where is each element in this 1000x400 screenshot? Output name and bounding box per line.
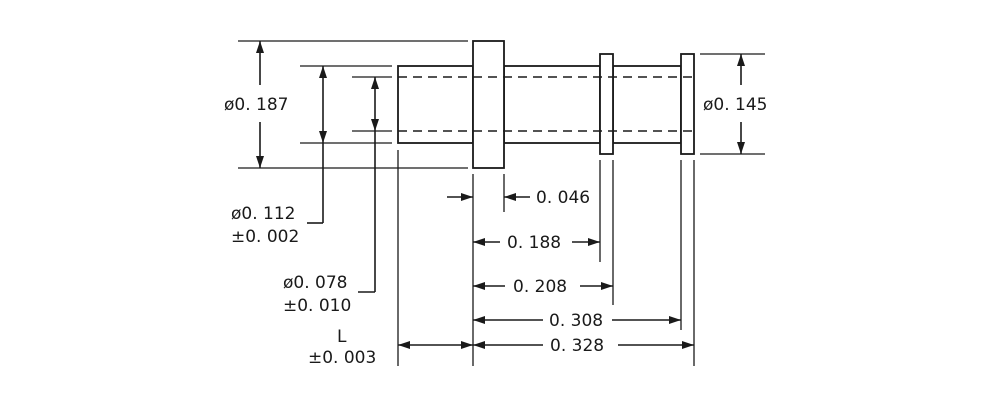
label-len-208: 0. 208 <box>513 277 567 297</box>
label-len-328: 0. 328 <box>550 336 604 356</box>
dim-dia-112: ø0. 112 ±0. 002 <box>231 66 327 247</box>
dim-dia-078: ø0. 078 ±0. 010 <box>283 77 379 316</box>
label-dia-187: ø0. 187 <box>224 95 288 115</box>
second-collar <box>599 53 614 155</box>
label-dia-078: ø0. 078 <box>283 273 347 293</box>
dim-len-208: 0. 208 <box>473 277 613 297</box>
shaft-left-segment <box>397 65 474 144</box>
label-len-L: L <box>337 327 347 347</box>
pin-body <box>397 40 695 169</box>
label-dia-145: ø0. 145 <box>703 95 767 115</box>
extension-lines <box>238 40 765 366</box>
dim-len-188: 0. 188 <box>473 233 600 253</box>
label-len-046: 0. 046 <box>536 188 590 208</box>
dim-dia-145: ø0. 145 <box>703 54 767 154</box>
dim-len-328: 0. 328 <box>473 336 694 356</box>
label-len-308: 0. 308 <box>549 311 603 331</box>
shaft-middle-segment <box>503 65 601 144</box>
dim-len-046: 0. 046 <box>447 188 590 208</box>
label-tol-L: ±0. 003 <box>308 348 376 368</box>
dim-len-L: L ±0. 003 <box>308 327 473 368</box>
dim-dia-187: ø0. 187 <box>224 41 288 168</box>
main-flange <box>472 40 505 169</box>
dim-len-308: 0. 308 <box>473 311 681 331</box>
end-collar <box>680 53 695 155</box>
label-tol-112: ±0. 002 <box>231 227 299 247</box>
label-dia-112: ø0. 112 <box>231 204 295 224</box>
shaft-right-segment <box>612 65 682 144</box>
label-tol-078: ±0. 010 <box>283 296 351 316</box>
label-len-188: 0. 188 <box>507 233 561 253</box>
